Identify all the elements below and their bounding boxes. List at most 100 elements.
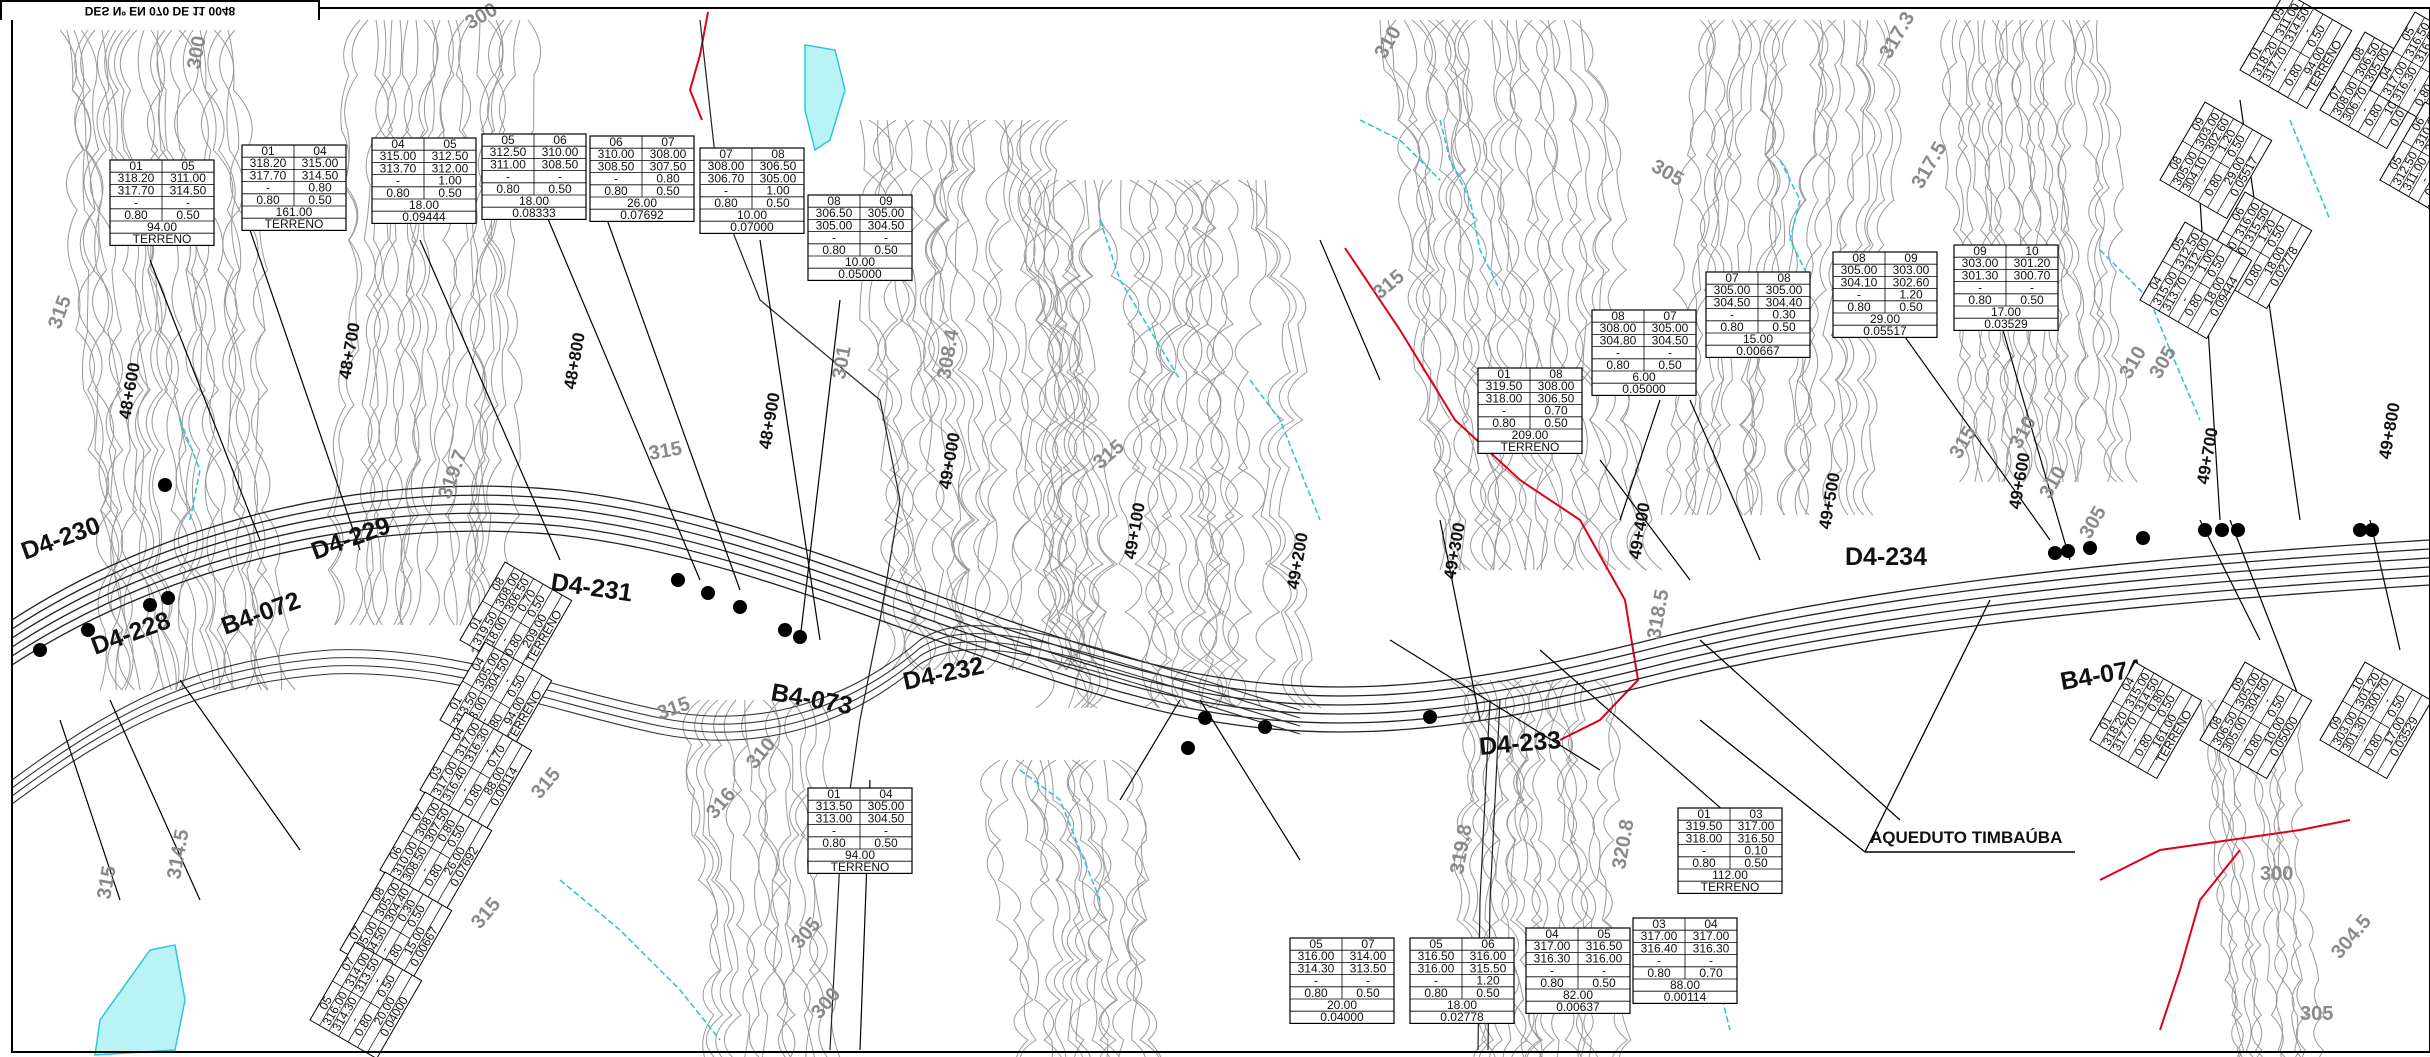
table-cell: TERRENO — [265, 217, 324, 231]
table-cell: 94.00 — [147, 220, 177, 234]
table-rule — [396, 904, 443, 984]
table-rule — [2342, 700, 2391, 729]
table-cell: 0.70 — [1544, 404, 1568, 418]
table-cell: 0.50 — [656, 184, 680, 198]
contour-line — [762, 699, 796, 1057]
contour-line — [1457, 19, 1535, 571]
table-cell: 01 — [261, 144, 275, 158]
table-cell: 0.80 — [1424, 986, 1448, 1000]
table-cell: 316.50 — [1738, 831, 1775, 845]
table-cell: 304.50 — [868, 218, 905, 232]
contour-line — [471, 19, 513, 626]
table-cell: - — [1502, 404, 1506, 418]
table-cell: 317.00 — [1534, 939, 1571, 953]
table-cell: 10 — [2025, 244, 2039, 258]
manhole-point — [2231, 523, 2245, 537]
contour-line — [1536, 19, 1610, 571]
contour-line — [784, 699, 823, 1057]
leader-line — [2369, 519, 2401, 651]
table-cell: 04 — [1545, 927, 1559, 941]
table-rule — [436, 824, 483, 904]
table-cell: 10.00 — [737, 208, 767, 222]
contour-line — [1423, 19, 1496, 571]
contour-line — [1039, 179, 1098, 709]
contour-line — [1547, 19, 1631, 571]
table-cell: 0.05000 — [1622, 382, 1666, 396]
table-cell: 310.00 — [598, 147, 635, 161]
table-cell: 317.70 — [118, 183, 155, 197]
table-cell: 04 — [469, 654, 488, 673]
table-rule — [387, 899, 433, 978]
table-cell: - — [1657, 954, 1661, 968]
contour-line — [213, 29, 268, 691]
table-cell: 0.80 — [822, 243, 846, 257]
contour-line — [444, 19, 478, 626]
road-code-label: D4-234 — [1845, 543, 1927, 571]
contour-line — [219, 29, 283, 691]
contour-line — [1491, 19, 1574, 571]
table-cell: 17.00 — [1991, 305, 2021, 319]
contour-line — [1416, 19, 1473, 571]
contour-line — [397, 19, 441, 626]
leader-line — [1864, 599, 1991, 853]
table-cell: 0.70 — [1699, 966, 1723, 980]
table-cell: 04 — [879, 787, 893, 801]
contour-label: 305 — [2300, 1003, 2333, 1025]
table-cell: 313.50 — [1350, 961, 1387, 975]
boundary-line — [2159, 849, 2241, 1031]
table-cell: 06 — [553, 133, 567, 147]
leader-line — [1439, 519, 1481, 721]
table-cell: 0.80 — [604, 184, 628, 198]
contour-line — [1563, 19, 1647, 571]
manhole-point — [161, 591, 175, 605]
table-cell: - — [2260, 695, 2274, 705]
table-cell: 01 — [129, 159, 143, 173]
table-rule — [2407, 33, 2430, 113]
table-cell: 05 — [2399, 24, 2418, 43]
rotated-drainage-table: 0105318.20311.00317.70314.50--0.800.5094… — [2239, 0, 2353, 110]
table-rule — [332, 980, 381, 1009]
table-cell: 1.20 — [1899, 288, 1923, 302]
table-cell: 305.00 — [1766, 283, 1803, 297]
table-cell: 03 — [1652, 917, 1666, 931]
table-cell: 0.50 — [1592, 976, 1616, 990]
contour-line — [2057, 19, 2090, 483]
contour-line — [104, 29, 172, 691]
table-cell: - — [2030, 281, 2034, 295]
table-cell: 0.50 — [308, 193, 332, 207]
table-cell: 05 — [2269, 4, 2288, 23]
table-cell: 310.00 — [542, 145, 579, 159]
contour-line — [1047, 759, 1092, 1057]
contour-line — [388, 19, 421, 626]
manhole-point — [793, 630, 807, 644]
table-cell: 0.04000 — [1320, 1010, 1364, 1024]
manhole-point — [158, 478, 172, 492]
boundary-line — [688, 11, 709, 121]
table-cell: 316.50 — [1418, 949, 1455, 963]
table-cell: 316.30 — [1534, 951, 1571, 965]
table-cell: 305.00 — [868, 799, 905, 813]
contour-line — [169, 29, 233, 691]
contour-line — [330, 19, 369, 626]
contour-line — [1264, 179, 1322, 709]
contour-line — [2207, 699, 2243, 1057]
contour-line — [2271, 699, 2308, 1057]
stream-line — [1249, 379, 1321, 521]
table-cell: - — [2407, 84, 2421, 94]
table-cell: - — [614, 172, 618, 186]
table-cell: - — [377, 944, 391, 954]
contour-line — [1037, 759, 1091, 1057]
table-cell: 0.50 — [548, 182, 572, 196]
contour-line — [1246, 179, 1305, 709]
contour-line — [1796, 19, 1837, 516]
contour-line — [74, 29, 131, 691]
contour-line — [103, 29, 160, 691]
table-cell: - — [497, 634, 511, 644]
contour-line — [794, 699, 828, 1057]
